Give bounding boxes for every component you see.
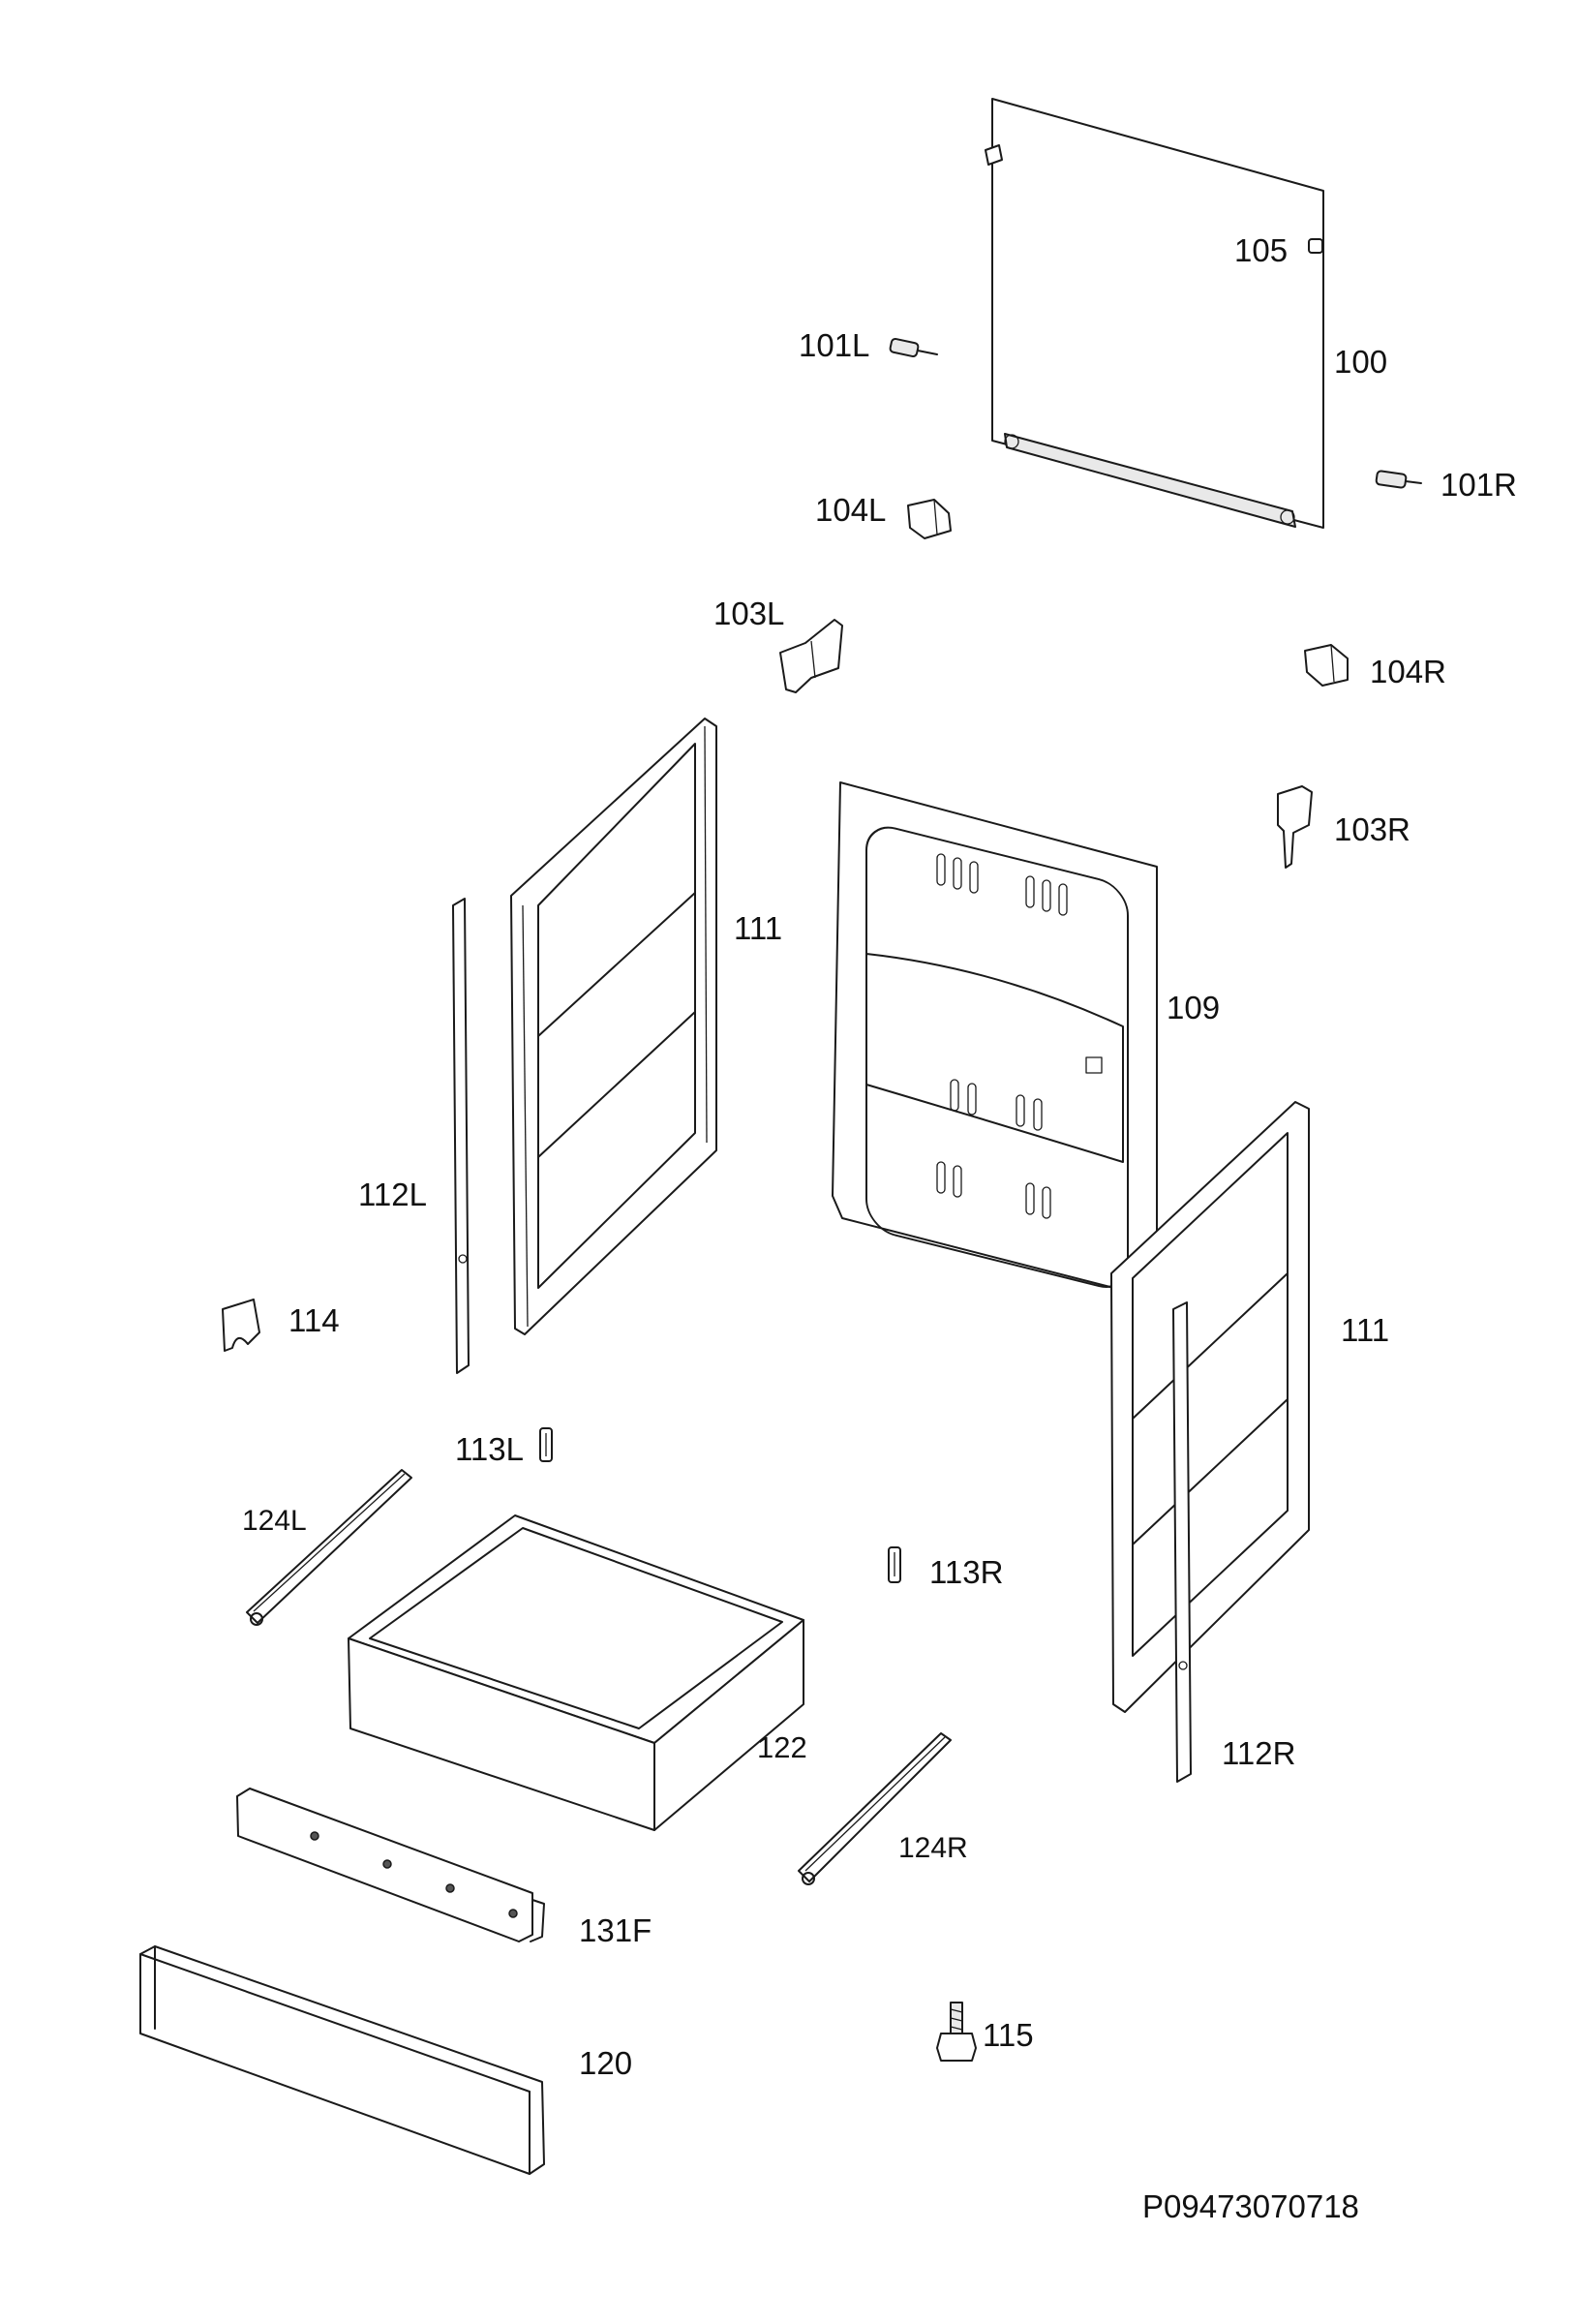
part-109-back-wall [832, 781, 1158, 1294]
part-120-drawer-front [139, 1945, 545, 2175]
part-131F-front-bracket [236, 1788, 545, 1942]
part-103L-bracket [779, 619, 843, 693]
part-105-clip [1308, 238, 1323, 254]
label-111-right: 111 [1341, 1312, 1389, 1348]
part-112L-vertical-rail [452, 898, 470, 1374]
part-103R-bracket [1277, 785, 1313, 869]
label-124R: 124R [898, 1832, 968, 1864]
part-104L-hinge-block [907, 499, 952, 539]
part-115-adjustable-foot [936, 2002, 977, 2062]
part-122-drawer-box [348, 1514, 804, 1831]
label-115: 115 [983, 2017, 1034, 2053]
label-103R: 103R [1334, 811, 1410, 847]
label-112L: 112L [358, 1177, 427, 1212]
part-100-rear-panel [985, 98, 1324, 529]
label-113R: 113R [929, 1554, 1003, 1590]
part-104R-hinge-block [1304, 644, 1349, 687]
label-124L: 124L [242, 1505, 307, 1537]
label-105: 105 [1234, 232, 1288, 268]
part-124R-telescopic-slide [798, 1732, 952, 1885]
part-113R-latch [888, 1546, 901, 1583]
label-111-left: 111 [734, 910, 782, 946]
label-112R: 112R [1222, 1735, 1295, 1771]
label-122: 122 [757, 1730, 807, 1764]
label-101L: 101L [799, 327, 869, 363]
label-114: 114 [288, 1302, 340, 1338]
document-code: P09473070718 [1142, 2188, 1359, 2224]
label-131F: 131F [579, 1912, 652, 1948]
part-labels: 100 105 101L 101R 104L 104R 103L 103R 11… [242, 232, 1517, 2081]
part-101R-screw [1375, 470, 1422, 489]
label-101R: 101R [1441, 467, 1517, 503]
label-103L: 103L [713, 596, 784, 631]
part-113L-latch [539, 1427, 553, 1462]
label-109: 109 [1167, 990, 1220, 1025]
part-112R-vertical-rail [1172, 1301, 1192, 1783]
label-100: 100 [1334, 344, 1387, 380]
label-113L: 113L [455, 1431, 524, 1467]
label-120: 120 [579, 2045, 632, 2081]
label-104L: 104L [815, 492, 886, 528]
part-111-right-side-frame [1110, 1101, 1310, 1713]
part-101L-screw [889, 337, 938, 358]
part-124L-telescopic-slide [246, 1469, 412, 1626]
part-114-clip [222, 1299, 260, 1352]
part-111-left-side-frame [510, 718, 717, 1335]
label-104R: 104R [1370, 654, 1446, 689]
